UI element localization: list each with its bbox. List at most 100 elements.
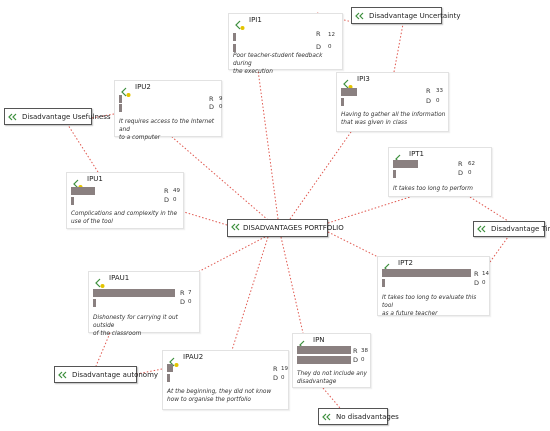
d-label: D [458,169,464,177]
r-label: R [353,347,358,355]
d-label: D [273,374,279,382]
d-label: D [180,298,186,306]
category-label: Disadvantage Uncertainty [369,11,461,20]
connector-ipu2-usefulness [91,113,115,119]
category-tag-icon [322,413,334,421]
connector-center-ipau1 [195,236,266,274]
r-label: R [180,289,185,297]
r-value: 38 [361,348,368,354]
code-card-ipau2[interactable]: IPAU2 R 19 D 0 At the beginning, they di… [162,350,289,410]
code-icon [121,83,133,102]
connector-center-ipt2 [327,231,389,263]
category-no-disadvantages[interactable]: No disadvantages [318,408,399,425]
connector-ipau1-autonomy [95,332,111,367]
code-card-ipt2[interactable]: IPT2 R 14 D 0 It takes too long to evalu… [377,256,490,317]
category-tag-icon [58,371,70,379]
code-card-ipu2[interactable]: IPU2 R 9 D 0 It requires access to the I… [114,80,223,141]
category-tag-icon [355,12,367,20]
code-label: IPAU2 [183,353,204,361]
r-value: 62 [468,161,475,167]
category-disadvantage-time[interactable]: Disadvantage Time [473,221,550,237]
r-label: R [164,187,169,195]
connector-center-ipi1 [257,69,279,220]
d-value: 0 [173,197,177,203]
r-value: 12 [328,32,335,38]
r-bar [71,187,95,195]
r-label: R [273,365,278,373]
r-value: 19 [281,366,288,372]
connector-center-ipt1 [327,196,411,224]
d-bar [297,356,351,364]
d-value: 0 [361,357,365,363]
category-disadvantage-autonomy[interactable]: Disadvantage autonomy [54,366,158,383]
r-bar [393,160,418,168]
d-value: 0 [482,280,486,286]
d-label: D [353,356,359,364]
code-label: IPT1 [409,150,425,158]
d-bar [341,98,344,106]
category-tag-icon [8,113,20,121]
connector-center-ipu1 [183,211,228,226]
r-label: R [426,87,431,95]
d-bar [167,374,170,382]
d-value: 0 [281,375,285,381]
r-bar [233,33,236,41]
code-card-ipau1[interactable]: IPAU1 R 7 D 0 Dishonesty for carrying it… [88,271,200,337]
r-value: 14 [482,271,489,277]
d-bar [119,104,122,112]
d-value: 0 [328,44,332,50]
r-bar [341,88,357,96]
r-bar [167,364,173,372]
code-label: IPU1 [87,175,103,183]
d-value: 0 [468,170,472,176]
r-bar [382,269,471,277]
code-card-ipt1[interactable]: IPT1 R 62 D 0 It takes too long to perfo… [388,147,492,197]
r-value: 7 [188,290,192,296]
d-label: D [209,103,215,111]
connector-ipt2-time [489,236,509,263]
code-icon [95,274,107,293]
connector-center-ipn [280,236,304,334]
d-label: D [426,97,432,105]
connector-ipn-none [322,387,341,409]
connector-ipt1-time [469,196,509,222]
code-label: IPT2 [398,259,414,267]
d-value: 0 [436,98,440,104]
r-label: R [474,270,479,278]
code-description: It takes too long to perform [393,186,473,192]
code-label: IPN [313,336,325,344]
d-label: D [474,279,480,287]
d-bar [382,279,385,287]
r-bar [119,95,122,103]
r-value: 49 [173,188,180,194]
d-bar [71,197,74,205]
r-label: R [458,160,463,168]
connector-center-ipu2 [171,136,269,221]
connector-ipau2-autonomy [136,368,163,375]
category-disadvantage-usefulness[interactable]: Disadvantage Usefulness [4,108,111,125]
code-card-ipi3[interactable]: IPI3 R 33 D 0 Having to gather all the i… [336,72,449,132]
r-bar [297,346,351,354]
code-label: IPI1 [249,16,262,24]
connector-ipu1-usefulness [67,124,99,173]
category-disadvantage-uncertainty[interactable]: Disadvantage Uncertainty [351,7,461,24]
r-value: 9 [219,96,223,102]
code-card-ipu1[interactable]: IPU1 R 49 D 0 Complications and complexi… [66,172,184,229]
central-node[interactable]: DISADVANTAGES PORTFOLIO [227,219,344,237]
d-value: 0 [188,299,192,305]
connector-ipi3-uncertainty [393,23,404,73]
category-label: No disadvantages [336,412,399,421]
d-label: D [316,43,322,51]
code-card-ipi1[interactable]: IPI1 R 12 D 0 Poor teacher-student feedb… [228,13,343,75]
category-tag-icon [477,225,489,233]
r-value: 33 [436,88,443,94]
